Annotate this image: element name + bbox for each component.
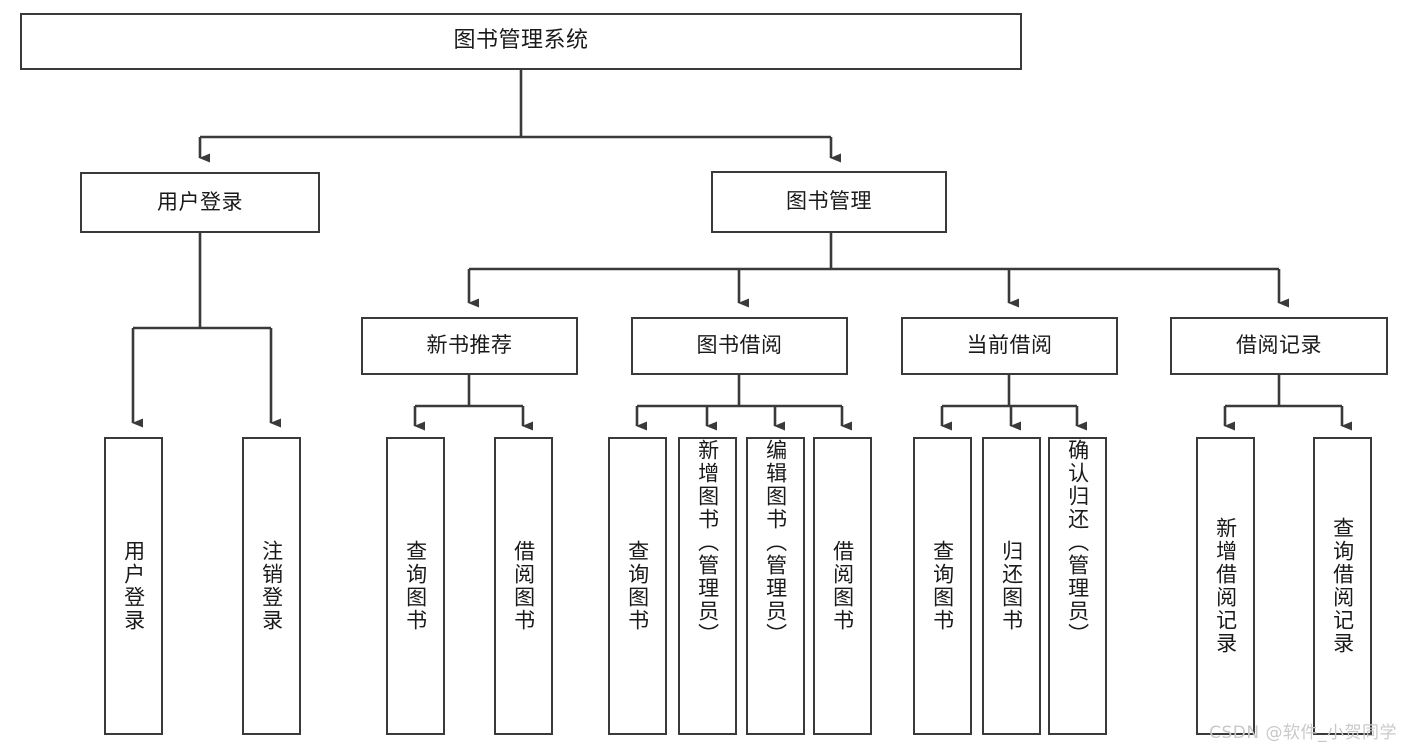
leaf-user-login-sign-in[interactable]: 用户登录 — [104, 437, 163, 735]
node-label: 图书借阅 — [696, 333, 783, 358]
node-label: 用户登录 — [121, 540, 146, 632]
leaf-book-borrow-borrow[interactable]: 借阅图书 — [813, 437, 872, 735]
node-label: 借阅图书 — [511, 540, 536, 632]
node-label: 确认归还（管理员） — [1065, 439, 1090, 646]
node-label: 图书管理 — [786, 189, 872, 214]
leaf-book-borrow-edit[interactable]: 编辑图书（管理员） — [746, 437, 805, 735]
node-label: 图书管理系统 — [453, 28, 589, 54]
node-label: 编辑图书（管理员） — [763, 439, 788, 646]
node-label: 用户登录 — [157, 189, 243, 214]
leaf-book-borrow-add[interactable]: 新增图书（管理员） — [678, 437, 737, 735]
node-label: 新增借阅记录 — [1213, 517, 1238, 655]
leaf-new-book-query[interactable]: 查询图书 — [386, 437, 445, 735]
leaf-book-borrow-query[interactable]: 查询图书 — [608, 437, 667, 735]
node-label: 查询图书 — [930, 540, 955, 632]
node-label: 新增图书（管理员） — [695, 439, 720, 646]
node-label: 当前借阅 — [966, 333, 1053, 358]
node-label: 新书推荐 — [426, 333, 513, 358]
node-label: 借阅图书 — [830, 540, 855, 632]
leaf-current-borrow-confirm-return[interactable]: 确认归还（管理员） — [1048, 437, 1107, 735]
leaf-current-borrow-return[interactable]: 归还图书 — [982, 437, 1041, 735]
node-borrow-record[interactable]: 借阅记录 — [1170, 317, 1388, 375]
leaf-borrow-record-query[interactable]: 查询借阅记录 — [1313, 437, 1372, 735]
node-current-borrow[interactable]: 当前借阅 — [901, 317, 1118, 375]
node-label: 查询借阅记录 — [1330, 517, 1355, 655]
node-book-borrow[interactable]: 图书借阅 — [631, 317, 848, 375]
leaf-borrow-record-add[interactable]: 新增借阅记录 — [1196, 437, 1255, 735]
node-label: 查询图书 — [403, 540, 428, 632]
node-root-book-management-system[interactable]: 图书管理系统 — [20, 13, 1022, 70]
leaf-current-borrow-query[interactable]: 查询图书 — [913, 437, 972, 735]
node-user-login[interactable]: 用户登录 — [80, 172, 320, 233]
leaf-user-login-sign-out[interactable]: 注销登录 — [242, 437, 301, 735]
node-label: 借阅记录 — [1236, 333, 1322, 358]
node-label: 归还图书 — [999, 540, 1024, 632]
node-label: 注销登录 — [259, 540, 284, 632]
node-book-management[interactable]: 图书管理 — [711, 171, 947, 233]
node-new-book-recommend[interactable]: 新书推荐 — [361, 317, 578, 375]
leaf-new-book-borrow[interactable]: 借阅图书 — [494, 437, 553, 735]
watermark: CSDN @软件_小贺同学 — [1209, 723, 1397, 743]
node-label: 查询图书 — [625, 540, 650, 632]
